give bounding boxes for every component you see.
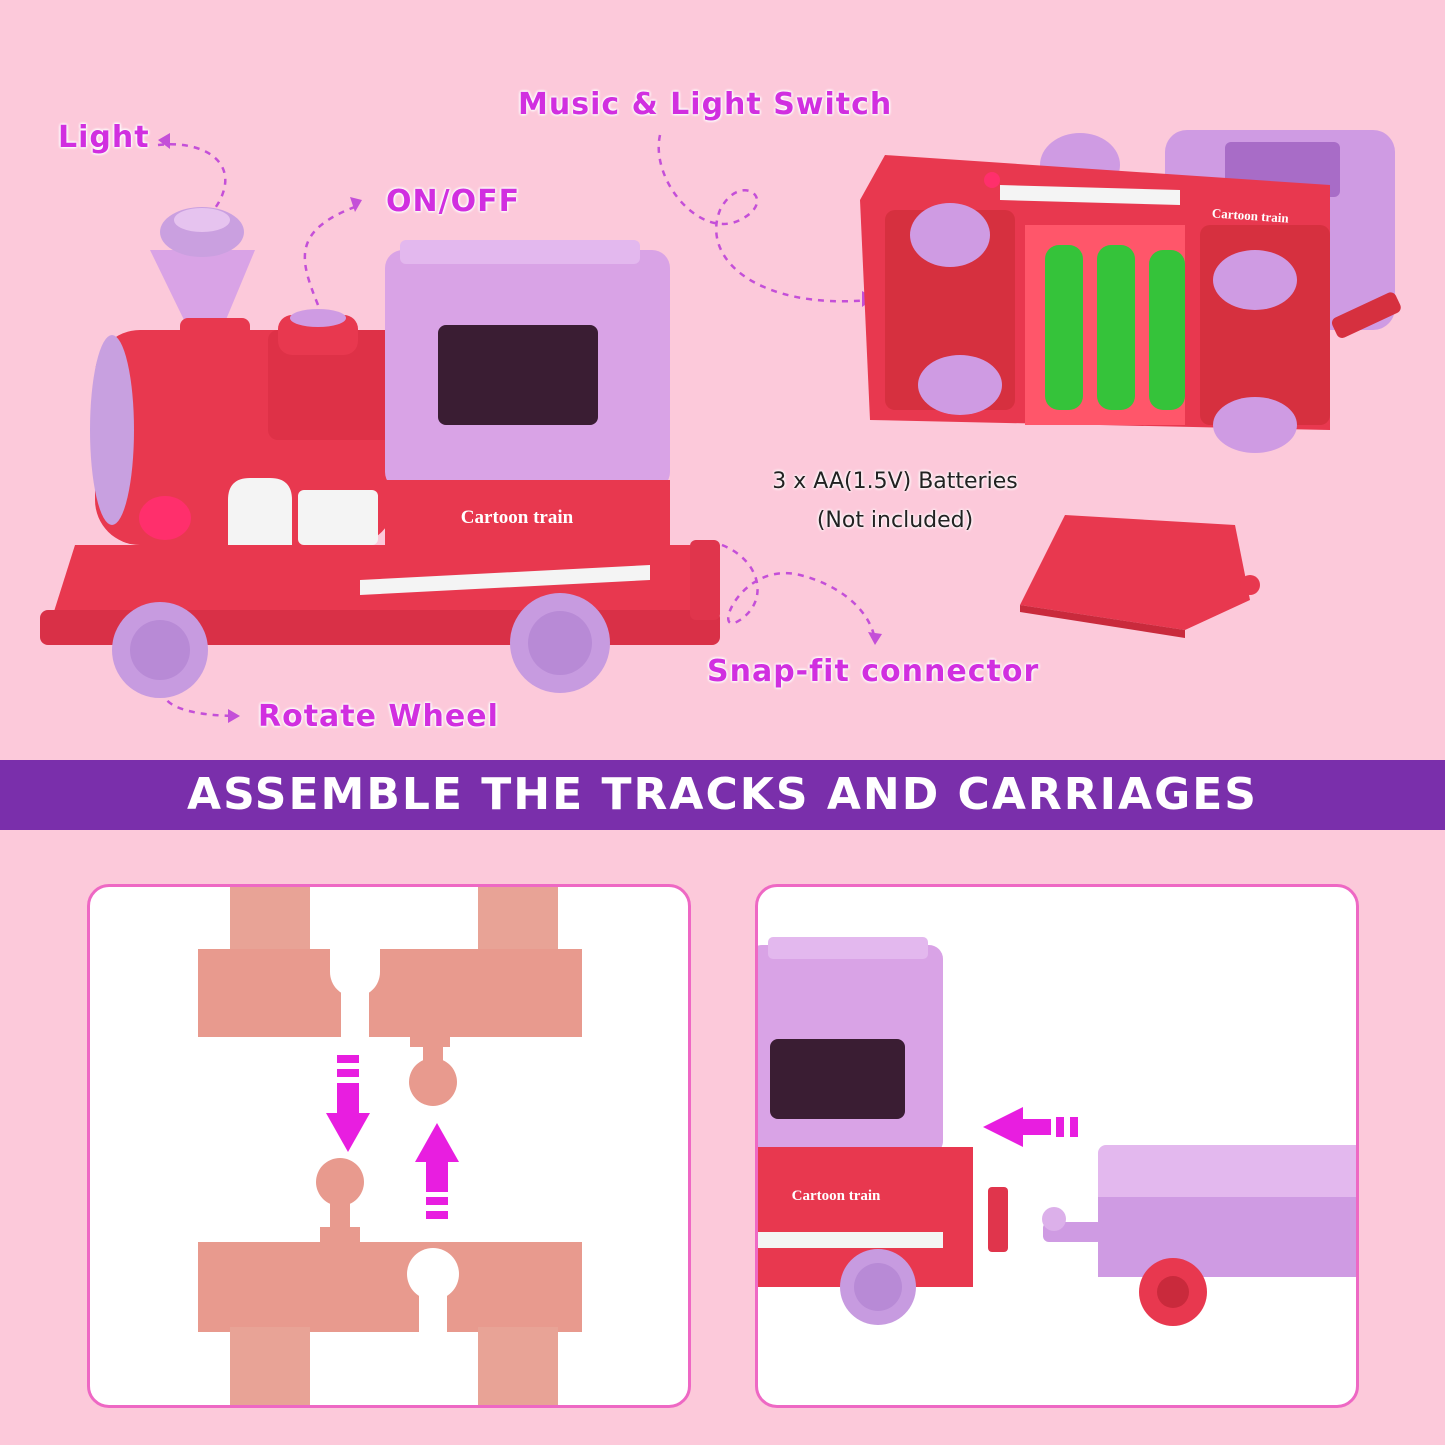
banner-title: ASSEMBLE THE TRACKS AND CARRIAGES xyxy=(187,769,1258,820)
train-illustration: Cartoon train xyxy=(40,130,1401,723)
rotate-wheel-callout: Rotate Wheel xyxy=(258,699,499,734)
carriage-assembly-panel: Cartoon train xyxy=(755,884,1359,1408)
track-assembly-illustration xyxy=(198,887,582,1405)
battery-note: 3 x AA(1.5V) Batteries (Not included) xyxy=(730,462,1060,540)
left-arrow-icon xyxy=(983,1107,1078,1147)
section-banner: ASSEMBLE THE TRACKS AND CARRIAGES xyxy=(0,760,1445,830)
music-switch-callout-line xyxy=(657,134,871,303)
feature-callout-area: Cartoon train xyxy=(40,87,1401,734)
onoff-callout: ON/OFF xyxy=(386,184,521,219)
up-arrow-icon xyxy=(415,1123,459,1219)
light-callout: Light xyxy=(58,120,150,155)
underside-train-label: Cartoon train xyxy=(1211,205,1290,225)
carriage-assembly-illustration: Cartoon train xyxy=(758,937,1356,1326)
carriage-panel-train-label: Cartoon train xyxy=(792,1188,881,1204)
light-callout-line xyxy=(157,143,227,246)
track-assembly-panel xyxy=(87,884,691,1408)
snap-fit-connector-callout: Snap-fit connector xyxy=(707,654,1040,689)
onoff-callout-line xyxy=(303,203,361,306)
main-train-label: Cartoon train xyxy=(461,507,574,528)
underside-train: Cartoon train xyxy=(860,130,1401,638)
battery-note-line1: 3 x AA(1.5V) Batteries xyxy=(772,469,1018,494)
down-arrow-icon xyxy=(326,1055,370,1152)
snap-callout-line xyxy=(721,543,877,641)
main-train: Cartoon train xyxy=(40,207,720,698)
battery-note-line2: (Not included) xyxy=(816,508,974,533)
music-light-switch-callout: Music & Light Switch xyxy=(518,87,893,122)
